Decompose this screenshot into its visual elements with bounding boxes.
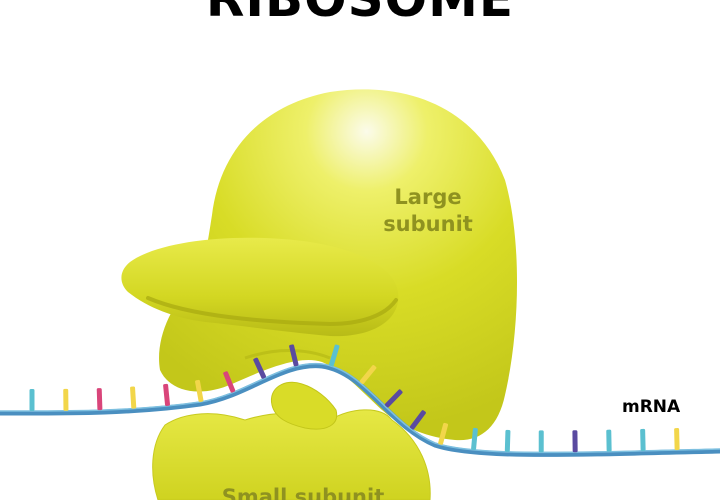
nucleotide-tick: [130, 386, 137, 409]
small-subunit-bump: [270, 381, 338, 430]
small-subunit-label: Small subunit: [222, 485, 385, 500]
nucleotide-tick: [640, 428, 646, 451]
nucleotide-tick: [163, 383, 170, 406]
large-subunit-label-line2: subunit: [383, 212, 473, 236]
nucleotide-tick: [409, 410, 426, 430]
nucleotide-tick: [438, 422, 449, 445]
nucleotide-tick: [606, 429, 612, 452]
nucleotide-tick: [253, 357, 267, 379]
nucleotide-tick: [329, 344, 340, 367]
nucleotide-tick: [96, 388, 103, 411]
nucleotide-tick: [384, 389, 403, 408]
nucleotide-tick: [504, 429, 511, 452]
nucleotide-tick: [63, 388, 69, 411]
mrna-strand: [0, 344, 720, 457]
nucleotide-tick: [538, 430, 544, 453]
large-subunit: [121, 89, 518, 441]
nucleotide-tick: [572, 430, 578, 453]
nucleotide-tick: [471, 427, 478, 451]
large-subunit-label-line1: Large: [394, 185, 461, 209]
nucleotide-tick: [195, 379, 204, 402]
diagram-title: RIBOSOME: [0, 0, 720, 24]
mrna-label: mRNA: [622, 397, 681, 417]
nucleotide-tick: [359, 365, 377, 384]
small-subunit: [152, 409, 431, 500]
nucleotide-tick: [29, 389, 35, 412]
nucleotide-tick: [289, 344, 299, 367]
nucleotide-tick: [674, 428, 680, 451]
mrna-nucleotides: [29, 344, 680, 453]
nucleotide-tick: [223, 371, 236, 393]
